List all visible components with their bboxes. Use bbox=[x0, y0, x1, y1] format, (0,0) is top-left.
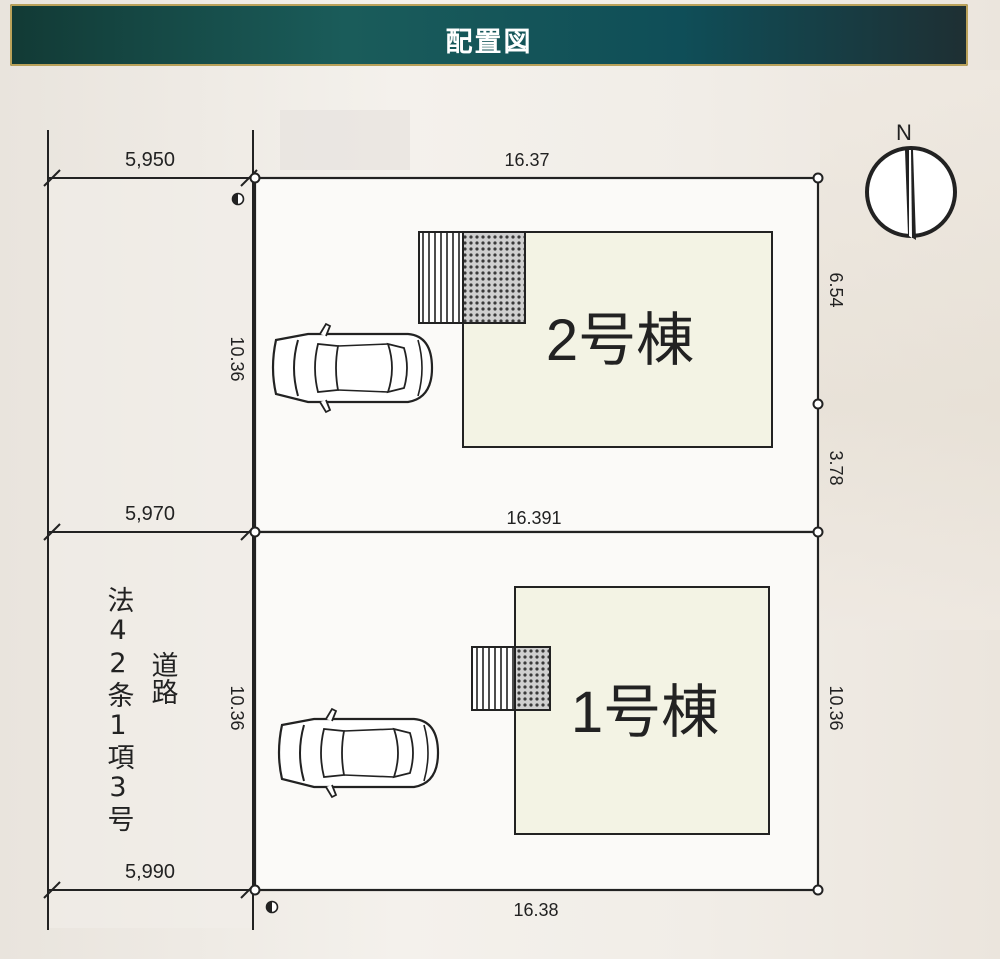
corner-marker bbox=[812, 526, 824, 538]
upper-lot-right-depth-a: 6.54 bbox=[826, 272, 846, 307]
corner-marker bbox=[812, 172, 824, 184]
building-2-label: 2号棟 bbox=[546, 308, 694, 373]
upper-lot-right-depth-b: 3.78 bbox=[826, 450, 846, 485]
car-icon bbox=[277, 707, 440, 799]
road-width-mid: 5,970 bbox=[125, 503, 175, 525]
corner-marker bbox=[812, 884, 824, 896]
building-1-entrance-tile bbox=[514, 646, 551, 711]
building-1 bbox=[514, 586, 770, 835]
page-title: 配置図 bbox=[445, 27, 533, 58]
lot-length-top: 16.37 bbox=[504, 150, 549, 170]
road-legal-clause-text: 法42条1項3号 bbox=[102, 586, 134, 834]
building-2-porch-steps bbox=[418, 231, 464, 324]
lot-length-mid: 16.391 bbox=[506, 508, 561, 528]
corner-marker bbox=[249, 884, 261, 896]
road-width-top: 5,950 bbox=[125, 149, 175, 171]
compass-north-label: N bbox=[896, 120, 912, 145]
road-width-bottom: 5,990 bbox=[125, 861, 175, 883]
upper-lot-left-depth: 10.36 bbox=[227, 336, 247, 381]
road-word-text: 道路 bbox=[146, 651, 178, 705]
corner-marker bbox=[812, 398, 824, 410]
car-icon bbox=[271, 322, 434, 414]
road-dim-mid-tick-l bbox=[43, 523, 61, 541]
building-1-label: 1号棟 bbox=[571, 680, 719, 745]
lower-lot-left-depth: 10.36 bbox=[227, 685, 247, 730]
road-dim-top-tick-l bbox=[43, 169, 61, 187]
building-1-porch-steps bbox=[471, 646, 516, 711]
survey-pin-icon bbox=[231, 192, 245, 206]
road-word: 道路 bbox=[145, 651, 178, 714]
north-compass-icon: N bbox=[865, 120, 957, 240]
road-legal-clause: 法42条1項3号 bbox=[101, 586, 134, 843]
road-legal-label: 法42条1項3号 道路 bbox=[95, 586, 205, 834]
survey-pin-icon bbox=[265, 900, 279, 914]
building-2-entrance-tile bbox=[462, 231, 526, 324]
road-area bbox=[48, 178, 253, 928]
lower-lot-right-depth: 10.36 bbox=[826, 685, 846, 730]
corner-marker bbox=[249, 526, 261, 538]
title-bar: 配置図 bbox=[10, 4, 968, 66]
road-dim-bottom-tick-l bbox=[43, 881, 61, 899]
lot-length-bottom: 16.38 bbox=[513, 900, 558, 920]
background-photo-window bbox=[280, 110, 410, 170]
corner-marker bbox=[249, 172, 261, 184]
